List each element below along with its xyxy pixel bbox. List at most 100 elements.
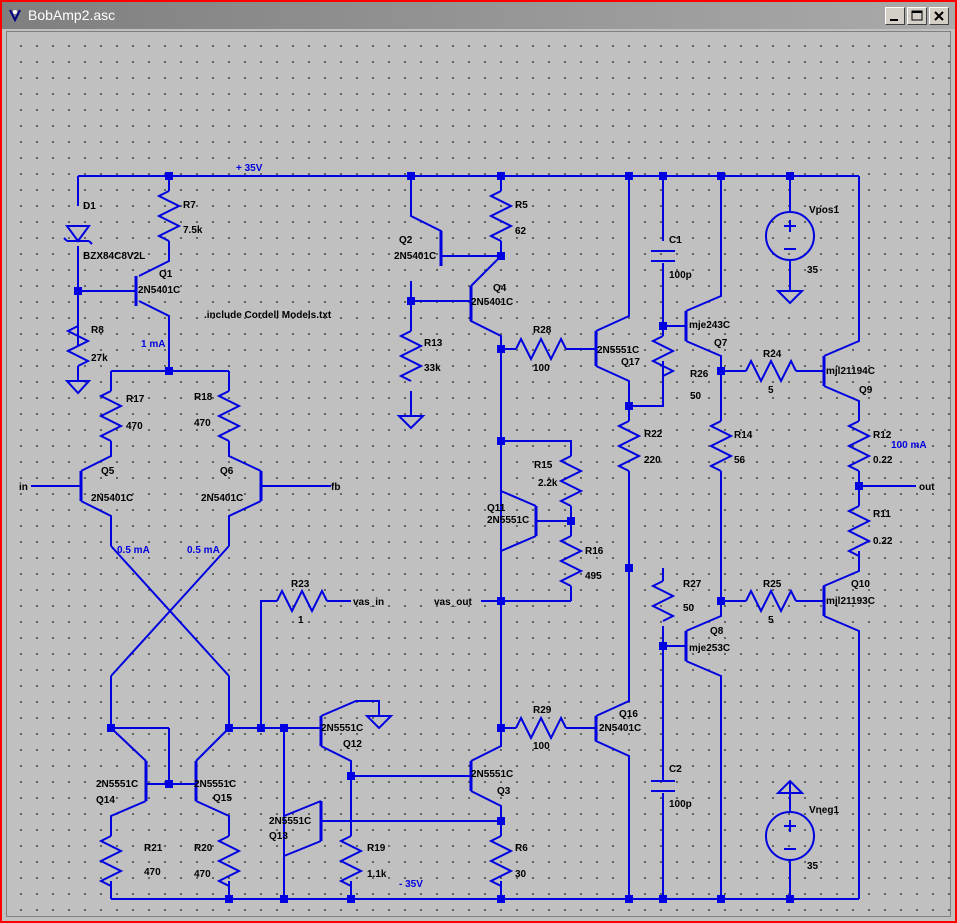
other-parts — [63, 211, 815, 861]
label-q9-ref: Q9 — [859, 385, 873, 396]
label-r25-ref: R25 — [763, 579, 782, 590]
label-r16-val: 495 — [585, 571, 602, 582]
label-q11-val: 2N5551C — [487, 515, 529, 526]
label-q9-val: mjl21194C — [826, 366, 875, 377]
label-q3-val: 2N5551C — [471, 769, 513, 780]
label-r8-ref: R8 — [91, 325, 104, 336]
label-r23-ref: R23 — [291, 579, 310, 590]
title-bar[interactable]: BobAmp2.asc — [2, 2, 955, 29]
net-vas-in: vas_in — [353, 597, 384, 608]
net-vneg: - 35V — [399, 879, 423, 890]
label-d1-val: BZX84C8V2L — [83, 251, 145, 262]
schematic[interactable]: + 35V - 35V in fb out vas_in vas_out .in… — [7, 32, 951, 917]
label-q12-val: 2N5551C — [321, 723, 363, 734]
label-q1-ref: Q1 — [159, 269, 173, 280]
label-r11-ref: R11 — [873, 509, 891, 520]
annotation-100ma: 100 mA — [891, 440, 927, 451]
label-r12-ref: R12 — [873, 430, 892, 441]
annotation-05ma-left: 0.5 mA — [117, 545, 150, 556]
label-c1-ref: C1 — [669, 235, 682, 246]
label-vpos1-val: 35 — [807, 265, 819, 276]
label-r17-val: 470 — [126, 421, 143, 432]
label-r24-ref: R24 — [763, 349, 782, 360]
close-button[interactable] — [929, 7, 949, 25]
label-r26-val: 50 — [690, 391, 702, 402]
label-r24-val: 5 — [768, 385, 774, 396]
net-vas-out: vas_out — [434, 597, 472, 608]
label-q1-val: 2N5401C — [138, 285, 180, 296]
label-vpos1-ref: Vpos1 — [809, 205, 839, 216]
label-r7-ref: R7 — [183, 200, 196, 211]
label-r16-ref: R16 — [585, 546, 604, 557]
label-q5-ref: Q5 — [101, 466, 115, 477]
window-title: BobAmp2.asc — [28, 7, 116, 23]
label-r27-ref: R27 — [683, 579, 702, 590]
label-q17-ref: Q17 — [621, 357, 640, 368]
resistors — [65, 190, 872, 887]
label-vneg1-ref: Vneg1 — [809, 805, 839, 816]
label-r19-ref: R19 — [367, 843, 386, 854]
label-q4-ref: Q4 — [493, 283, 507, 294]
transistor-bases — [79, 231, 826, 841]
label-q13-val: 2N5551C — [269, 816, 311, 827]
label-q14-ref: Q14 — [96, 795, 115, 806]
schematic-canvas[interactable]: + 35V - 35V in fb out vas_in vas_out .in… — [6, 31, 951, 917]
label-c1-val: 100p — [669, 270, 692, 281]
label-r23-val: 1 — [298, 615, 304, 626]
label-r15-val: 2.2k — [538, 478, 558, 489]
label-q6-ref: Q6 — [220, 466, 234, 477]
label-r22-ref: R22 — [644, 429, 663, 440]
label-q6-val: 2N5401C — [201, 493, 243, 504]
label-r6-ref: R6 — [515, 843, 528, 854]
close-icon — [934, 11, 944, 21]
label-r26-ref: R26 — [690, 369, 709, 380]
label-q15-ref: Q15 — [213, 793, 232, 804]
net-out: out — [919, 482, 935, 493]
label-r20-val: 470 — [194, 869, 211, 880]
spice-directive: .include Cordell Models.txt — [204, 310, 332, 321]
label-q5-val: 2N5401C — [91, 493, 133, 504]
label-r29-val: 100 — [533, 741, 550, 752]
label-r13-val: 33k — [424, 363, 441, 374]
label-q10-ref: Q10 — [851, 579, 870, 590]
label-q16-ref: Q16 — [619, 709, 638, 720]
junctions — [74, 172, 863, 903]
label-r18-ref: R18 — [194, 392, 213, 403]
label-r19-val: 1.1k — [367, 869, 387, 880]
label-r18-val: 470 — [194, 418, 211, 429]
net-in: in — [19, 482, 28, 493]
label-r20-ref: R20 — [194, 843, 213, 854]
maximize-icon — [911, 10, 923, 21]
label-r28-ref: R28 — [533, 325, 552, 336]
label-r7-val: 7.5k — [183, 225, 203, 236]
label-q12-ref: Q12 — [343, 739, 362, 750]
label-r8-val: 27k — [91, 353, 108, 364]
label-q8-val: mje253C — [689, 643, 730, 654]
label-q3-ref: Q3 — [497, 786, 511, 797]
label-q13-ref: Q13 — [269, 831, 288, 842]
label-r29-ref: R29 — [533, 705, 552, 716]
component-labels: D1 BZX84C8V2L Q1 2N5401C R7 7.5k R8 27k … — [83, 200, 893, 880]
label-q2-ref: Q2 — [399, 235, 413, 246]
label-r5-val: 62 — [515, 226, 527, 237]
label-c2-val: 100p — [669, 799, 692, 810]
label-r13-ref: R13 — [424, 338, 443, 349]
minimize-icon — [890, 19, 898, 21]
label-q17-val: 2N5551C — [597, 345, 639, 356]
label-q2-val: 2N5401C — [394, 251, 436, 262]
label-r17-ref: R17 — [126, 394, 145, 405]
label-r15-ref: R15 — [534, 460, 553, 471]
label-r28-val: 100 — [533, 363, 550, 374]
annotation-05ma-right: 0.5 mA — [187, 545, 220, 556]
label-r12-val: 0.22 — [873, 455, 893, 466]
label-r14-val: 56 — [734, 455, 746, 466]
net-vpos: + 35V — [236, 163, 263, 174]
label-q11-ref: Q11 — [487, 503, 506, 514]
label-c2-ref: C2 — [669, 764, 682, 775]
label-r22-val: 220 — [644, 455, 661, 466]
maximize-button[interactable] — [907, 7, 927, 25]
minimize-button[interactable] — [885, 7, 905, 25]
label-r27-val: 50 — [683, 603, 695, 614]
label-r14-ref: R14 — [734, 430, 753, 441]
